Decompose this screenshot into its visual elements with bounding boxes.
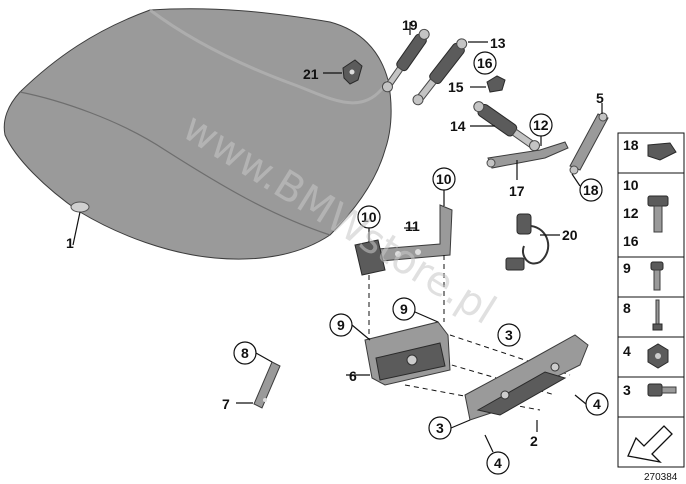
callout-7: 7 — [222, 396, 230, 412]
callout-13: 13 — [490, 35, 506, 51]
callout-18: 18 — [583, 182, 599, 198]
hinge-base-2 — [464, 334, 589, 421]
bracket-7 — [253, 361, 281, 409]
bracket-6 — [364, 321, 451, 386]
callout-10a: 10 — [436, 171, 452, 187]
hex-bolt-icon — [647, 383, 677, 397]
clip-nut-icon — [647, 142, 677, 161]
legend-18: 18 — [623, 137, 639, 153]
callout-3a: 3 — [505, 327, 513, 343]
callout-10b: 10 — [361, 209, 377, 225]
callout-16: 16 — [477, 55, 493, 71]
callout-17: 17 — [509, 183, 525, 199]
legend-column: 18 10 12 16 9 8 4 3 — [617, 132, 685, 468]
callout-12: 12 — [533, 117, 549, 133]
flange-bolt-icon — [647, 195, 669, 233]
callout-21: 21 — [303, 66, 319, 82]
callout-4b: 4 — [494, 455, 502, 471]
legend-9: 9 — [623, 260, 631, 276]
screw-icon — [652, 299, 663, 331]
arrow-icon — [627, 425, 673, 464]
gas-strut-14 — [473, 101, 540, 152]
legend-10: 10 — [623, 177, 639, 193]
bracket-21 — [342, 59, 363, 85]
callout-1: 1 — [66, 235, 74, 251]
callout-19: 19 — [402, 17, 418, 33]
callout-15: 15 — [448, 79, 464, 95]
callout-14: 14 — [450, 118, 466, 134]
bracket-11 — [354, 204, 453, 276]
callout-3b: 3 — [436, 420, 444, 436]
bolt-icon — [650, 261, 664, 291]
callout-11: 11 — [405, 218, 420, 234]
callout-4a: 4 — [593, 396, 601, 412]
callout-6: 6 — [349, 368, 357, 384]
callout-20: 20 — [562, 227, 578, 243]
callout-5: 5 — [596, 90, 604, 106]
callout-9a: 9 — [337, 317, 345, 333]
legend-12: 12 — [623, 205, 639, 221]
clip-15-16 — [486, 75, 506, 93]
hinge-arm-17 — [486, 141, 569, 169]
legend-16: 16 — [623, 233, 639, 249]
callout-8: 8 — [241, 345, 249, 361]
gas-strut-19 — [381, 28, 430, 93]
image-number: 270384 — [644, 472, 678, 483]
sensor-20 — [505, 213, 550, 271]
nut-icon — [647, 343, 669, 369]
legend-8: 8 — [623, 300, 631, 316]
callout-9b: 9 — [400, 301, 408, 317]
gas-strut-13 — [412, 38, 468, 106]
legend-3: 3 — [623, 382, 631, 398]
legend-4: 4 — [623, 343, 631, 359]
hinge-arm-5 — [569, 112, 609, 175]
callout-2: 2 — [530, 433, 538, 449]
hood-part — [3, 8, 392, 260]
